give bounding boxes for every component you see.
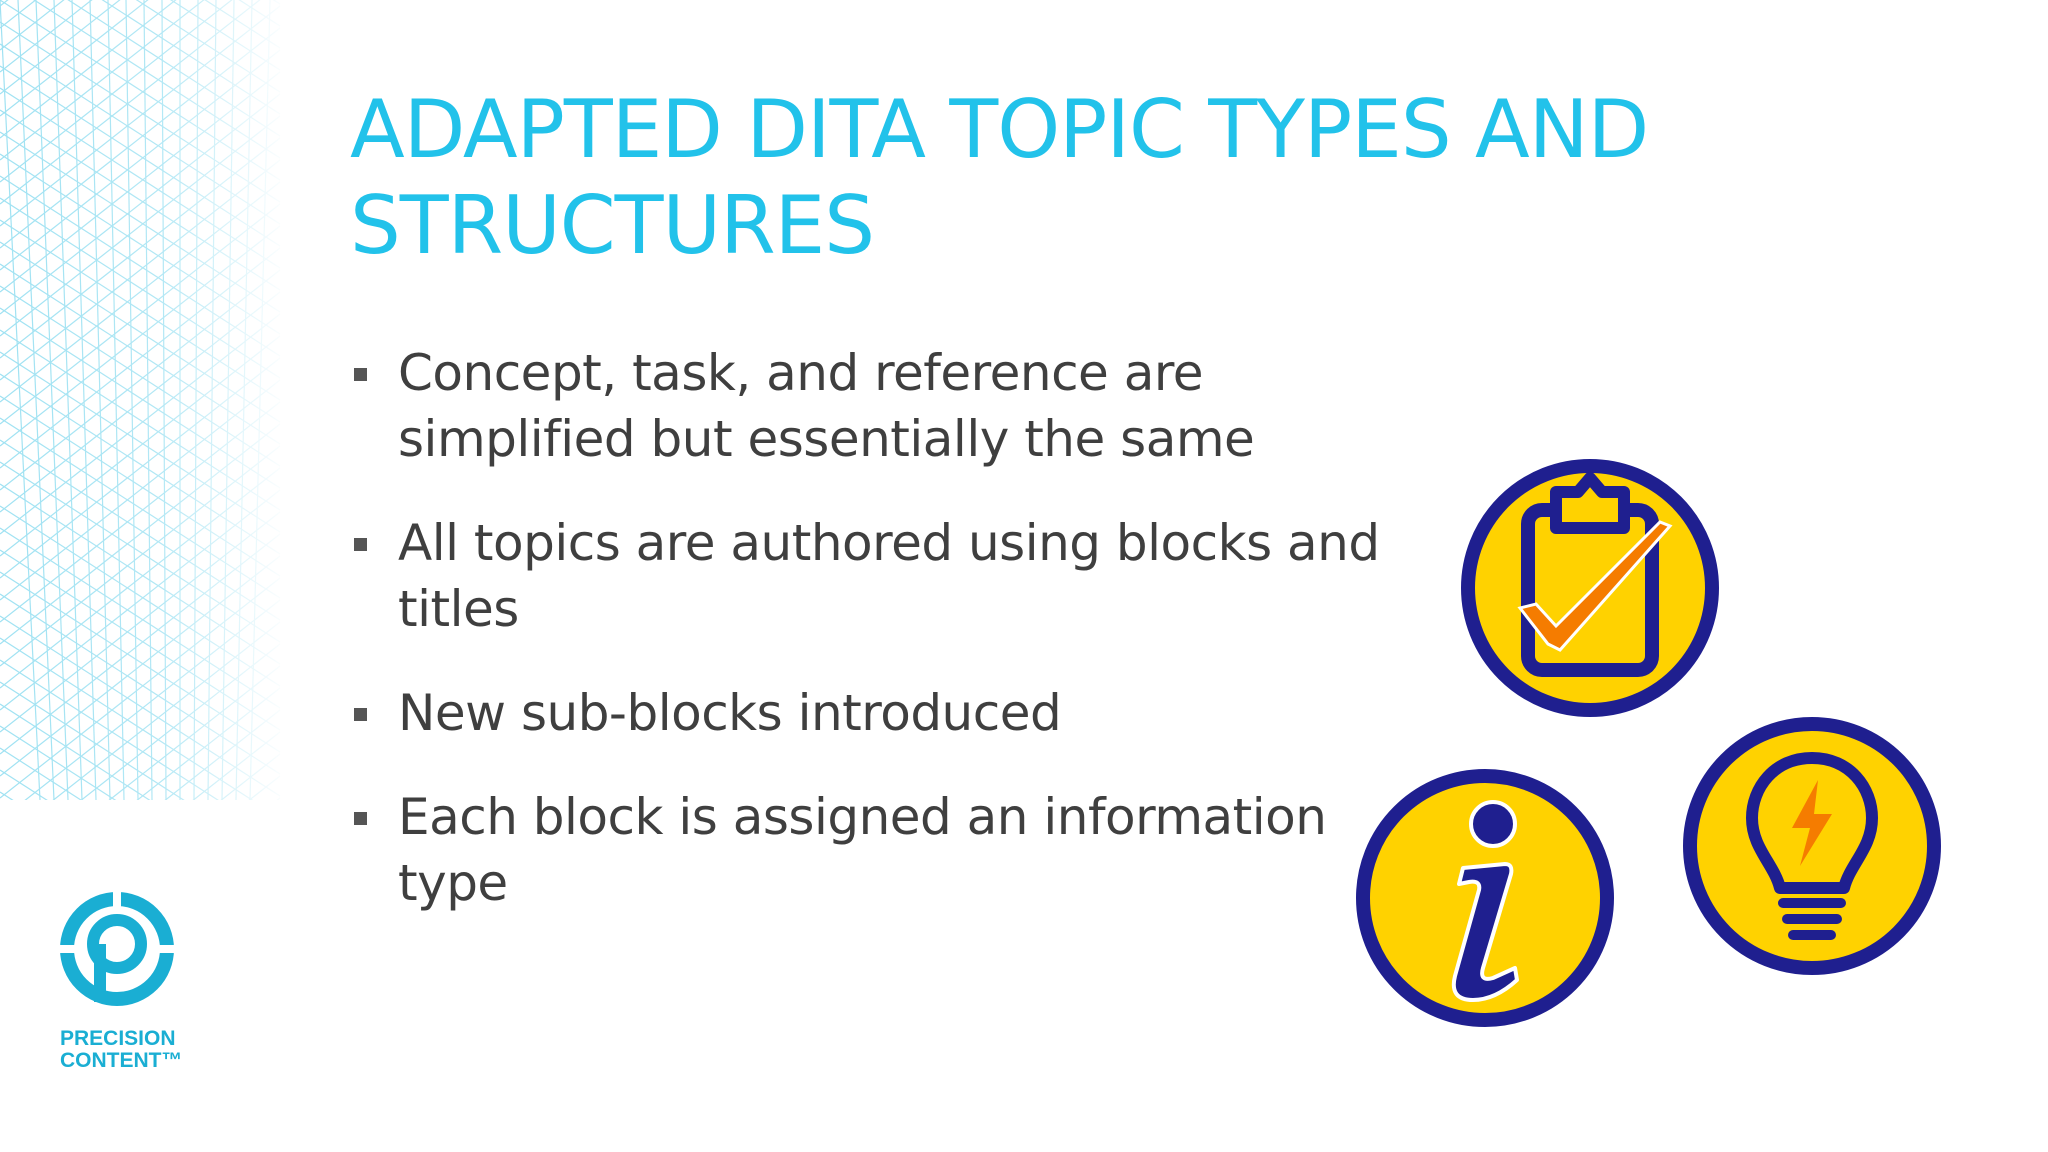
bullet-square-icon xyxy=(354,708,367,721)
company-logo xyxy=(50,890,190,1070)
precision-content-logo-icon xyxy=(60,892,174,1006)
bullet-text: Each block is assigned an information ty… xyxy=(398,788,1327,912)
bullet-square-icon xyxy=(354,538,367,551)
bullet-item: All topics are authored using blocks and… xyxy=(350,510,1400,642)
wire-mesh-decoration xyxy=(0,0,281,800)
bullet-item: Concept, task, and reference are simplif… xyxy=(350,340,1400,472)
bullet-text: Concept, task, and reference are simplif… xyxy=(398,344,1255,468)
bullet-square-icon xyxy=(354,368,367,381)
slide-title: ADAPTED DITA TOPIC TYPES AND STRUCTURES xyxy=(350,83,1649,272)
logo-text-line1: PRECISION xyxy=(60,1027,176,1050)
bullet-text: New sub-blocks introduced xyxy=(398,684,1062,742)
bullet-item: New sub-blocks introduced xyxy=(350,680,1400,746)
logo-text-line2: CONTENT™ xyxy=(60,1049,183,1072)
lightbulb-icon xyxy=(1683,717,1941,975)
info-icon xyxy=(1356,769,1614,1027)
clipboard-check-icon xyxy=(1461,459,1719,717)
bullet-item: Each block is assigned an information ty… xyxy=(350,784,1400,916)
bullet-square-icon xyxy=(354,812,367,825)
bullet-list: Concept, task, and reference are simplif… xyxy=(350,340,1400,954)
bullet-text: All topics are authored using blocks and… xyxy=(398,514,1380,638)
